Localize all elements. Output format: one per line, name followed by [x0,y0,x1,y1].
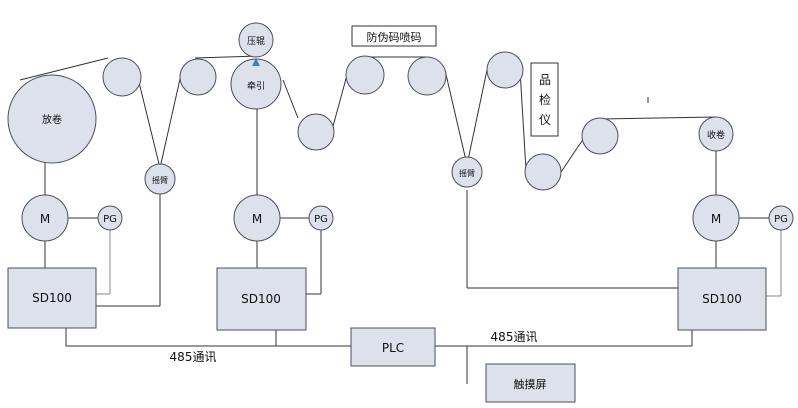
anti-counterfeit-label-box [351,25,437,47]
plc-label: PLC [382,341,404,355]
dancer-roller [144,163,176,195]
motor-1 [21,194,69,242]
motor-1-label: M [40,212,50,226]
unwind-roll [7,74,97,164]
rollers [7,22,734,195]
pg-encoder-3 [768,205,794,231]
triangle-marker-icon [252,58,260,66]
touch-screen-label: 触摸屏 [514,377,547,391]
guide-roller [179,58,217,96]
pg-1-label: PG [103,214,117,225]
traction-label: 牵引 [247,81,265,92]
dancer-right-label: 摇臂 [459,168,475,178]
dancer-roller [451,156,483,188]
dancer-left-label: 摇臂 [152,175,168,185]
sd100-drive-2 [216,267,307,331]
guide-roller [102,57,142,97]
pressure-roller-label: 压辊 [247,35,265,47]
inspection-label-1: 品 [539,73,551,87]
rewind-label: 收卷 [707,129,725,141]
sd100-drive-1 [7,267,97,329]
guide-roller [524,153,562,191]
sd100-drive-3 [677,267,767,331]
guide-roller [581,117,619,155]
inspection-box [530,62,559,137]
wiring [44,97,782,384]
motor-3-label: M [711,212,721,226]
rewind-roll [698,116,734,152]
touch-screen-box [485,363,576,403]
comm-label-right: 485通讯 [491,330,538,344]
drive-2-label: SD100 [241,292,281,306]
drive-3-label: SD100 [702,292,742,306]
pressure-roller [238,22,274,58]
guide-roller [486,51,524,89]
inspection-label-3: 仪 [539,113,551,127]
guide-roller [297,113,335,151]
comm-label-left: 485通讯 [170,350,217,364]
pg-2-label: PG [314,214,328,225]
pg-encoder-2 [308,205,334,231]
motors [21,194,794,242]
pg-encoder-1 [97,205,123,231]
motor-2 [233,194,281,242]
guide-roller [345,55,385,95]
motor-2-label: M [252,212,262,226]
anti-counterfeit-label: 防伪码喷码 [367,30,422,44]
unwind-label: 放卷 [42,113,62,126]
pg-3-label: PG [774,214,788,225]
web-path [19,55,717,179]
drive-1-label: SD100 [32,291,72,305]
plc-box [350,327,436,367]
motor-3 [692,194,740,242]
inspection-label-2: 检 [539,92,551,107]
guide-roller [407,56,447,96]
